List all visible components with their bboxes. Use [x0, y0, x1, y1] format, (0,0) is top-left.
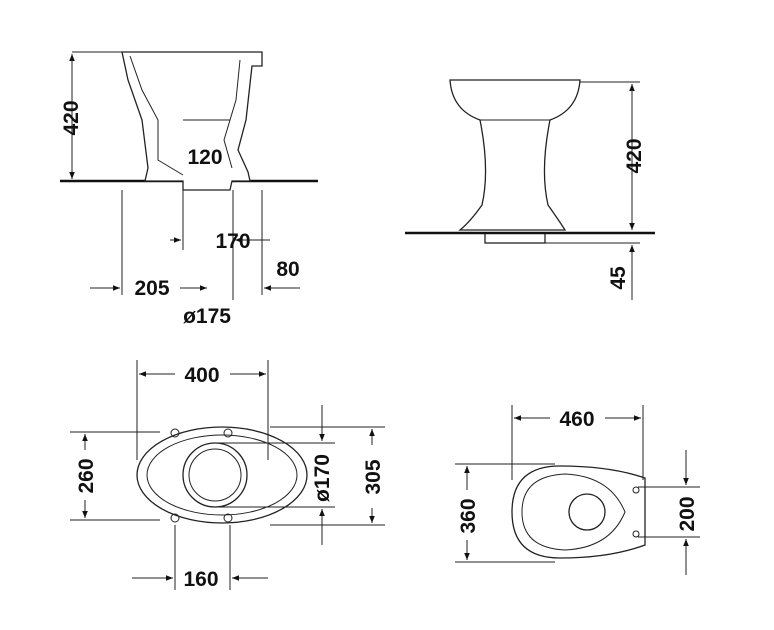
side-view: 420 120 170 205 80 ø175	[60, 51, 318, 328]
base-depth-label: 260	[75, 458, 98, 493]
top-mount-spacing-label: 200	[676, 496, 699, 531]
front-height-label: 420	[623, 138, 646, 173]
outlet-pipe	[484, 232, 546, 244]
drain-circle	[568, 493, 606, 531]
side-rear-offset-label: 80	[276, 258, 299, 281]
side-height-label: 420	[60, 100, 83, 135]
bolt-holes	[170, 428, 233, 523]
toilet-front-profile	[449, 79, 581, 231]
side-wall-distance-label: 205	[134, 277, 169, 300]
front-outlet-depth-label: 45	[607, 266, 630, 290]
base-plan-view: 400 260 ø170 305 160	[70, 360, 385, 591]
side-diameter-label: ø175	[183, 305, 231, 328]
base-bolt-spacing-label: 160	[183, 568, 218, 591]
top-width-label: 360	[457, 498, 480, 533]
base-overall-depth-label: 305	[362, 459, 385, 494]
top-length-label: 460	[559, 408, 594, 431]
top-plan-view: 460 360 200	[455, 405, 700, 575]
side-outlet-label: 120	[187, 146, 222, 169]
base-width-label: 400	[184, 364, 219, 387]
front-view: 420 45	[405, 79, 655, 300]
outlet-circle	[182, 442, 248, 508]
base-diameter-label: ø170	[311, 454, 334, 502]
toilet-side-profile	[121, 51, 263, 191]
side-outlet-width-label: 170	[215, 230, 250, 253]
